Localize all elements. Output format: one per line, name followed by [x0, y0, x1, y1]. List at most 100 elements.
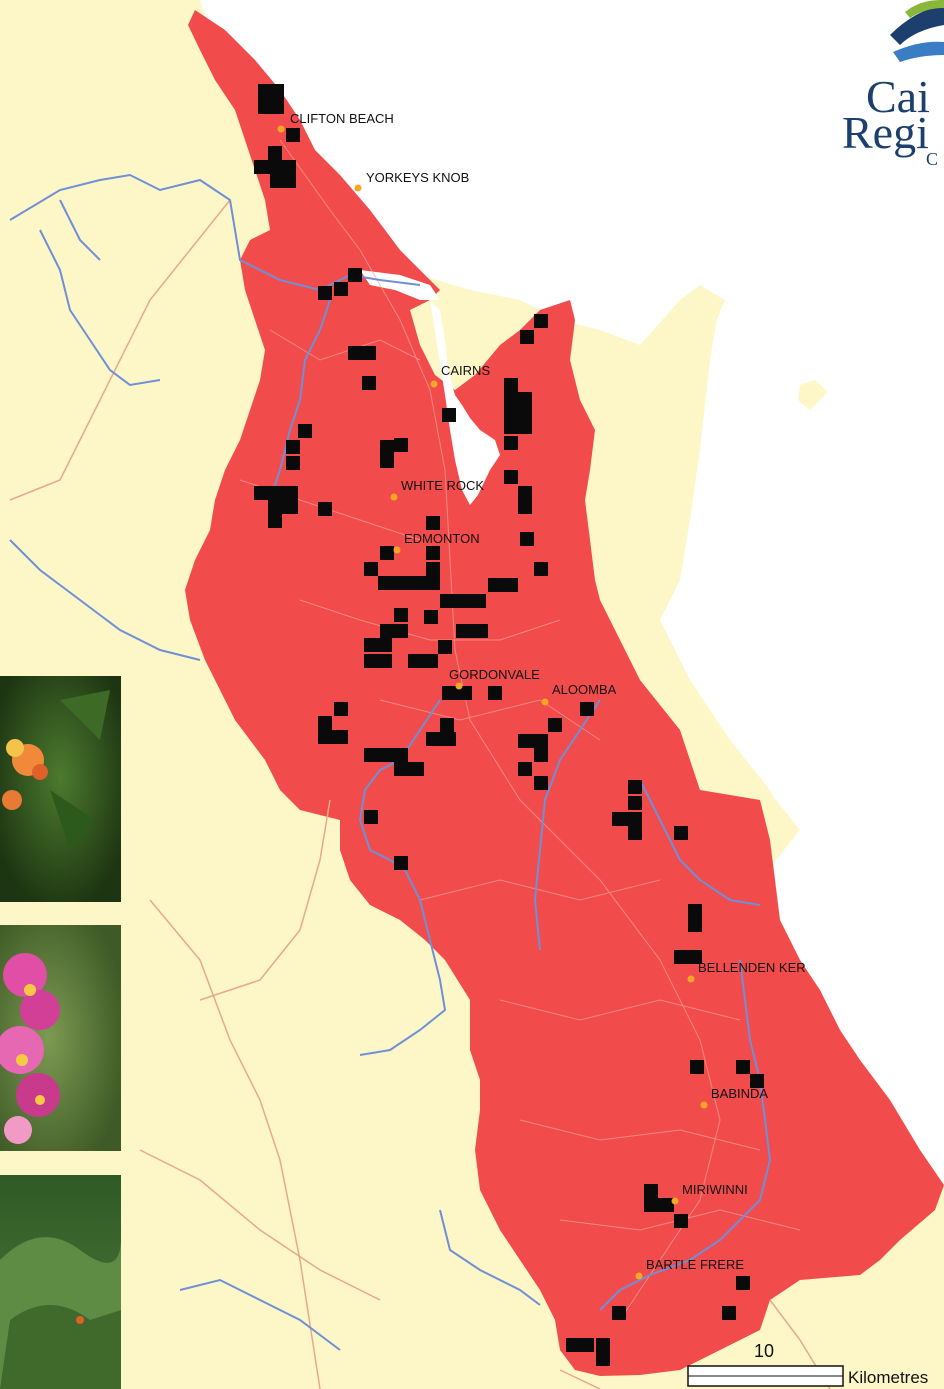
occurrence-cell	[442, 408, 456, 422]
scale-bar: 10 Kilometres	[687, 1341, 928, 1387]
occurrence-cell	[504, 470, 518, 484]
occurrence-cell	[268, 160, 296, 174]
occurrence-cell	[268, 146, 282, 160]
council-logo: Cai Regi C	[842, 0, 944, 169]
occurrence-cell	[534, 748, 548, 762]
occurrence-cell	[736, 1060, 750, 1074]
occurrence-cell	[426, 562, 440, 576]
occurrence-cell	[394, 856, 408, 870]
occurrence-cell	[750, 1074, 764, 1088]
trinity-inlet	[430, 300, 500, 505]
occurrence-cell	[548, 718, 562, 732]
town-label-cairns: CAIRNS	[441, 363, 490, 378]
logo-line-3: C	[926, 149, 938, 169]
occurrence-cell	[688, 904, 702, 918]
occurrence-cell	[690, 1060, 704, 1074]
occurrence-cell	[644, 1184, 658, 1198]
occurrence-cell	[534, 776, 548, 790]
occurrence-cell	[426, 732, 456, 746]
town-marker-bartle-frere	[635, 1272, 643, 1280]
occurrence-cell	[534, 314, 548, 328]
logo-line-2: Regi	[842, 107, 929, 158]
occurrence-cell	[488, 578, 518, 592]
occurrence-cell	[282, 174, 296, 188]
occurrence-cell	[488, 686, 502, 700]
occurrence-cell	[674, 1214, 688, 1228]
occurrence-cell	[596, 1352, 610, 1366]
occurrence-cell	[364, 748, 408, 762]
occurrence-cell	[534, 562, 548, 576]
occurrence-cell	[270, 174, 282, 188]
occurrence-cell	[334, 702, 348, 716]
occurrence-cell	[612, 812, 642, 826]
town-label-babinda: BABINDA	[711, 1086, 768, 1101]
occurrence-cell	[518, 500, 532, 514]
occurrence-cell	[644, 1198, 674, 1212]
occurrence-cell	[268, 486, 298, 500]
town-label-edmonton: EDMONTON	[404, 531, 480, 546]
occurrence-cell	[364, 810, 378, 824]
occurrence-cell	[286, 456, 300, 470]
town-label-white-rock: WHITE ROCK	[401, 478, 484, 493]
town-label-miriwinni: MIRIWINNI	[682, 1182, 748, 1197]
town-marker-clifton-beach	[277, 125, 285, 133]
town-marker-gordonvale	[455, 682, 463, 690]
town-label-bellenden-ker: BELLENDEN KER	[698, 960, 806, 975]
town-marker-yorkeys-knob	[354, 184, 362, 192]
town-marker-white-rock	[390, 493, 398, 501]
occurrence-cell	[364, 638, 392, 652]
occurrence-cell	[688, 918, 702, 932]
occurrence-cell	[318, 716, 332, 730]
occurrence-cell	[348, 346, 376, 360]
occurrence-cell	[268, 500, 298, 514]
occurrence-cell	[364, 562, 378, 576]
occurrence-cell	[628, 796, 642, 810]
town-label-bartle-frere: BARTLE FRERE	[646, 1257, 744, 1272]
occurrence-cells	[254, 84, 764, 1366]
occurrence-cell	[254, 486, 268, 500]
occurrence-cell	[518, 762, 532, 776]
occurrence-cell	[426, 546, 440, 560]
logo-swoosh-icon	[893, 41, 944, 62]
town-label-aloomba: ALOOMBA	[552, 682, 617, 697]
town-label-gordonvale: GORDONVALE	[449, 667, 540, 682]
occurrence-cell	[348, 268, 362, 282]
scale-bar-value: 10	[754, 1341, 774, 1361]
occurrence-cell	[254, 160, 268, 174]
occurrence-cell	[722, 1306, 736, 1320]
occurrence-cell	[628, 826, 642, 840]
barron-mouth	[360, 270, 440, 300]
occurrence-cell	[334, 282, 348, 296]
town-marker-miriwinni	[671, 1197, 679, 1205]
occurrence-cell	[440, 594, 486, 608]
logo-line-1: Cai	[866, 71, 930, 122]
occurrence-cell	[674, 826, 688, 840]
roads-outside	[9, 199, 831, 1389]
photo-pink-flowers	[0, 925, 121, 1151]
occurrence-cell	[566, 1338, 594, 1352]
occurrence-cell	[628, 780, 642, 794]
occurrence-cell	[318, 730, 348, 744]
logo-leaf-icon	[905, 0, 944, 18]
occurrence-cell	[424, 610, 438, 624]
town-marker-babinda	[700, 1101, 708, 1109]
town-marker-cairns	[430, 380, 438, 388]
occurrence-cell	[394, 438, 408, 452]
occurrence-cell	[364, 654, 392, 668]
town-marker-aloomba	[541, 698, 549, 706]
occurrence-cell	[520, 330, 534, 344]
occurrence-cell	[380, 546, 394, 560]
occurrence-cell	[408, 654, 438, 668]
occurrence-cell	[286, 128, 300, 142]
occurrence-cell	[438, 640, 452, 654]
occurrence-cell	[504, 436, 518, 450]
occurrence-cell	[580, 702, 594, 716]
occurrence-cell	[380, 624, 408, 638]
occurrence-cell	[520, 532, 534, 546]
occurrence-cell	[612, 1306, 626, 1320]
occurrence-cell	[504, 392, 532, 406]
occurrence-cell	[318, 502, 332, 516]
town-label-clifton-beach: CLIFTON BEACH	[290, 111, 394, 126]
occurrence-cell	[426, 516, 440, 530]
